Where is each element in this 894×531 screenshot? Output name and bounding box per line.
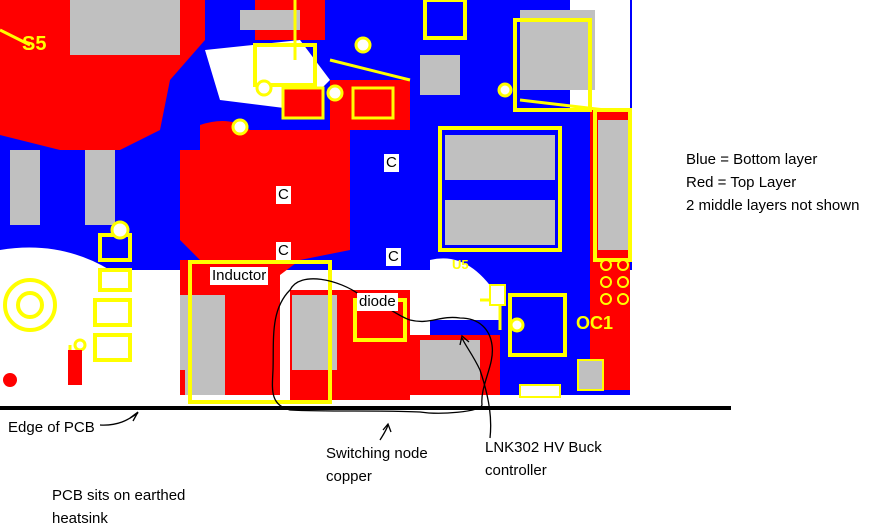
silkscreen-oc1: OC1 — [576, 313, 614, 333]
vias — [3, 36, 629, 387]
heatsink-label-2: heatsink — [52, 510, 108, 527]
controller-label-2: controller — [485, 462, 547, 479]
pcb-board — [0, 0, 632, 404]
cap-label-4: C — [386, 248, 401, 266]
diode-label: diode — [357, 293, 398, 311]
legend-middle-layers: 2 middle layers not shown — [686, 197, 860, 214]
switching-node-label-2: copper — [326, 468, 372, 485]
cap-label-2: C — [276, 186, 291, 204]
heatsink-label-1: PCB sits on earthed — [52, 487, 186, 504]
silkscreen-s5: S5 — [22, 33, 47, 55]
controller-label-1: LNK302 HV Buck — [485, 439, 602, 456]
annotation-arrows — [99, 334, 492, 441]
edge-of-pcb-label: Edge of PCB — [8, 419, 95, 436]
component-pads — [10, 0, 628, 395]
legend-top-layer: Red = Top Layer — [686, 174, 797, 191]
inductor-label: Inductor — [210, 267, 269, 285]
cap-label-1: C — [384, 154, 399, 172]
switching-node-label-1: Switching node — [326, 445, 428, 462]
silkscreen-u5: U5 — [452, 257, 469, 272]
legend-bottom-layer: Blue = Bottom layer — [686, 151, 818, 168]
ic-pads — [281, 86, 604, 398]
cap-label-3: C — [276, 242, 291, 260]
